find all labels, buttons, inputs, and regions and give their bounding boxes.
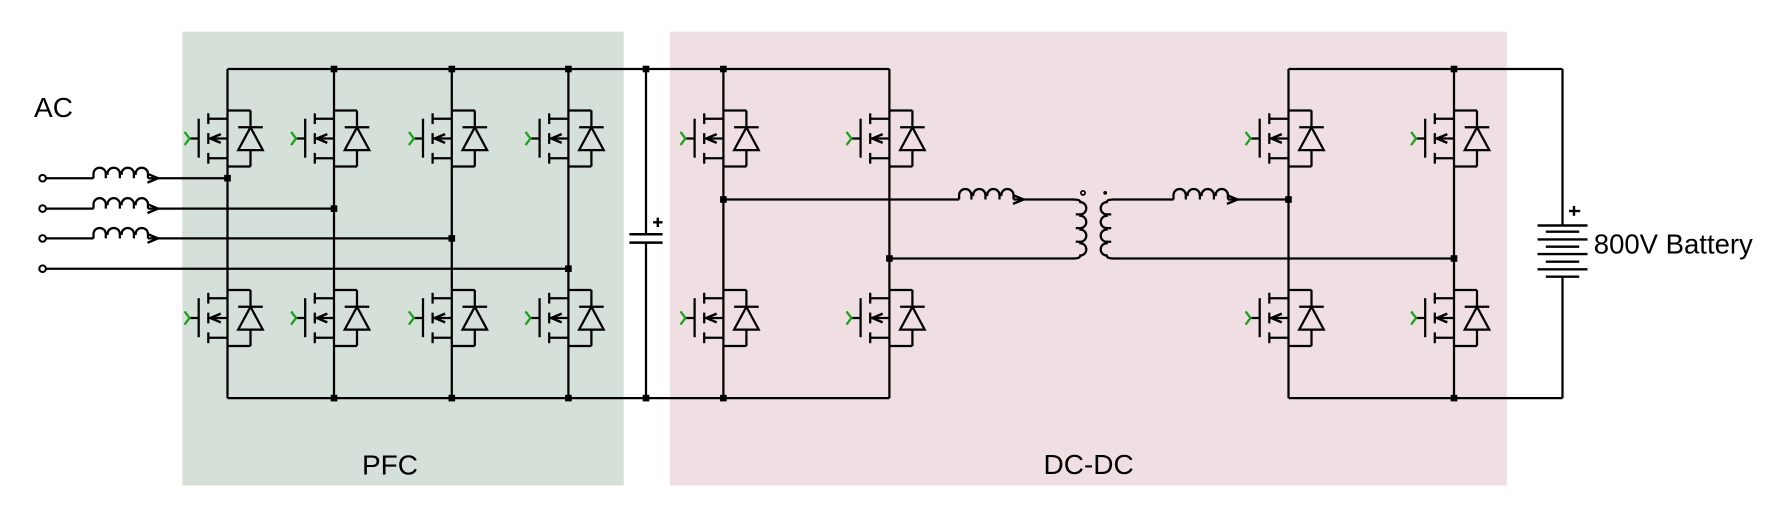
svg-text:PFC: PFC [362, 450, 418, 481]
svg-text:DC-DC: DC-DC [1043, 449, 1133, 480]
svg-text:800V Battery: 800V Battery [1594, 229, 1753, 260]
svg-text:AC: AC [34, 92, 73, 123]
